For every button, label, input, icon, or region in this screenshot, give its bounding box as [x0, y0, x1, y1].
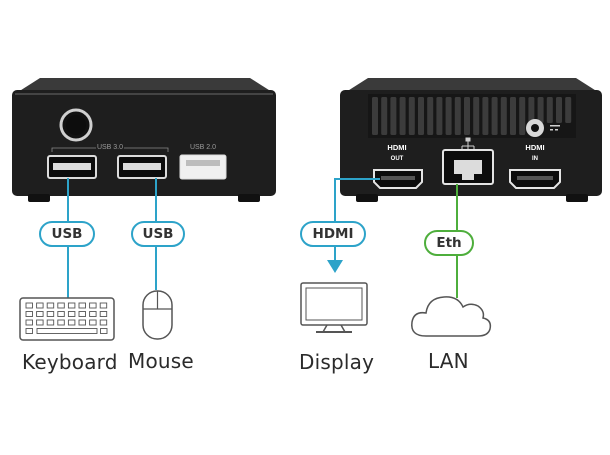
vent-slot	[464, 97, 470, 135]
vent-slot	[408, 97, 415, 135]
mouse-caption: Mouse	[128, 349, 194, 373]
hdmi-in-logo: HDMI	[525, 143, 544, 152]
front-device-body	[12, 90, 276, 196]
hdmi-arrow-icon	[327, 260, 343, 273]
keyboard-key	[36, 302, 44, 309]
vent-slot	[399, 97, 406, 135]
keyboard-key	[46, 302, 55, 309]
keyboard-key	[89, 302, 97, 309]
vent-slot	[390, 97, 397, 135]
keyboard-key	[89, 311, 97, 317]
keyboard-key	[67, 311, 76, 317]
front-device-foot-left	[28, 194, 50, 202]
vent-slot	[537, 97, 544, 123]
vent-slot	[482, 97, 489, 135]
hdmi-badge: HDMI	[300, 221, 366, 247]
front-device-top	[18, 78, 272, 92]
keyboard-key	[78, 302, 86, 309]
vent-slot	[510, 97, 516, 135]
keyboard-icon	[19, 297, 115, 341]
vent-slot	[445, 97, 452, 135]
usb30-label: USB 3.0	[97, 144, 123, 151]
network-symbol-icon	[461, 137, 475, 149]
usb-keyboard-badge: USB	[39, 221, 95, 247]
vent-slot	[473, 97, 480, 135]
vent-slot	[556, 97, 562, 123]
keyboard-key	[78, 311, 86, 317]
hdmi-in-label: IN	[532, 156, 538, 162]
hdmi-in-pins	[517, 176, 553, 180]
ethernet-port	[442, 149, 494, 185]
vent-slot	[454, 97, 461, 135]
vent-slots	[372, 97, 572, 135]
keyboard-key	[99, 302, 108, 309]
vent-slot	[500, 97, 507, 135]
dc-power-jack-pin	[531, 124, 539, 132]
display-caption: Display	[299, 350, 375, 374]
hdmi-out-label: OUT	[391, 156, 404, 162]
keyboard-key	[99, 311, 108, 317]
back-device-top	[346, 78, 598, 92]
vent-slot	[565, 97, 572, 123]
front-device: USB 3.0 USB 2.0	[12, 78, 276, 202]
vent-slot	[381, 97, 388, 135]
back-device-foot-right	[566, 194, 588, 202]
usb-port-2-0	[179, 154, 227, 180]
keyboard-key	[25, 328, 33, 334]
vent-slot	[519, 97, 526, 135]
keyboard-key	[25, 302, 33, 309]
hdmi-out-logo: HDMI	[387, 143, 406, 152]
keyboard-key	[36, 311, 44, 317]
power-button-center	[66, 115, 86, 135]
keyboard-caption: Keyboard	[22, 350, 118, 374]
back-device-foot-left	[356, 194, 378, 202]
vent-grille	[368, 94, 576, 138]
vent-slot	[491, 97, 498, 135]
mouse-icon	[142, 290, 173, 340]
vent-slot	[436, 97, 443, 135]
dc-symbol-dash-1	[550, 129, 553, 131]
keyboard-key	[46, 319, 55, 326]
back-device: HDMI OUT HDMI IN	[340, 78, 602, 202]
dc-symbol-line	[550, 125, 560, 127]
keyboard-key	[67, 302, 76, 309]
usb-port-mouse	[117, 155, 167, 179]
keyboard-key	[89, 319, 97, 326]
keyboard-spacebar	[36, 328, 98, 334]
cloud-icon	[411, 296, 492, 337]
vent-slot	[546, 97, 553, 123]
keyboard-key	[57, 319, 65, 326]
lan-caption: LAN	[428, 349, 469, 373]
front-device-foot-right	[238, 194, 260, 202]
vent-slot	[418, 97, 424, 135]
keyboard-key	[36, 319, 44, 326]
hdmi-out-pins	[381, 176, 415, 180]
monitor-icon	[300, 282, 368, 333]
keyboard-key	[57, 311, 65, 317]
vent-slot	[528, 97, 535, 123]
vent-slot	[427, 97, 434, 135]
usb30-bracket	[51, 147, 169, 152]
keyboard-key	[100, 328, 108, 334]
eth-badge: Eth	[424, 230, 474, 256]
keyboard-key	[25, 311, 33, 317]
front-device-edge	[15, 93, 273, 95]
keyboard-key	[67, 319, 76, 326]
keyboard-key	[57, 302, 65, 309]
usb-port-keyboard	[47, 155, 97, 179]
keyboard-key	[46, 311, 55, 317]
vent-slot	[372, 97, 378, 135]
usb20-label: USB 2.0	[190, 144, 216, 151]
dc-symbol-dash-2	[555, 129, 558, 131]
usb-mouse-badge: USB	[131, 221, 185, 247]
keyboard-key	[25, 319, 33, 326]
keyboard-key	[99, 319, 108, 326]
keyboard-key	[78, 319, 86, 326]
